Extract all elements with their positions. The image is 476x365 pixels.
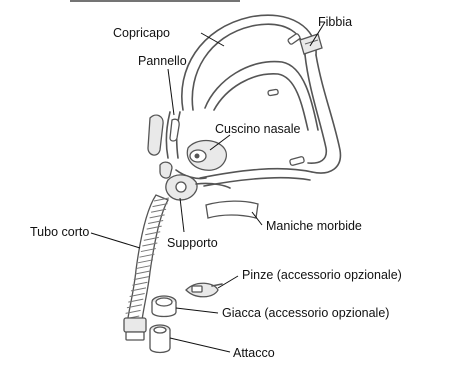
side-panels bbox=[148, 115, 179, 178]
label-fibbia: Fibbia bbox=[318, 16, 352, 29]
leader-pinze bbox=[218, 276, 238, 288]
label-attacco: Attacco bbox=[233, 347, 275, 360]
soft-sleeve bbox=[206, 201, 258, 218]
label-copricapo: Copricapo bbox=[113, 27, 170, 40]
short-tube bbox=[124, 195, 169, 340]
label-maniche-morbide: Maniche morbide bbox=[266, 220, 362, 233]
label-pinze: Pinze (accessorio opzionale) bbox=[242, 269, 402, 282]
label-supporto: Supporto bbox=[167, 237, 218, 250]
label-pannello: Pannello bbox=[138, 55, 187, 68]
nasal-cushion-shape bbox=[176, 141, 226, 179]
label-cuscino-nasale: Cuscino nasale bbox=[215, 123, 300, 136]
leader-pannello bbox=[168, 69, 174, 115]
leader-lines bbox=[91, 22, 325, 352]
leader-giacca bbox=[176, 308, 218, 313]
leader-tubo bbox=[91, 233, 140, 248]
label-giacca: Giacca (accessorio opzionale) bbox=[222, 307, 389, 320]
jacket bbox=[152, 296, 176, 317]
leader-attacco bbox=[170, 338, 230, 352]
label-tubo-corto: Tubo corto bbox=[30, 226, 89, 239]
leader-supporto bbox=[180, 198, 184, 232]
clips bbox=[186, 283, 222, 297]
connector bbox=[150, 325, 170, 353]
